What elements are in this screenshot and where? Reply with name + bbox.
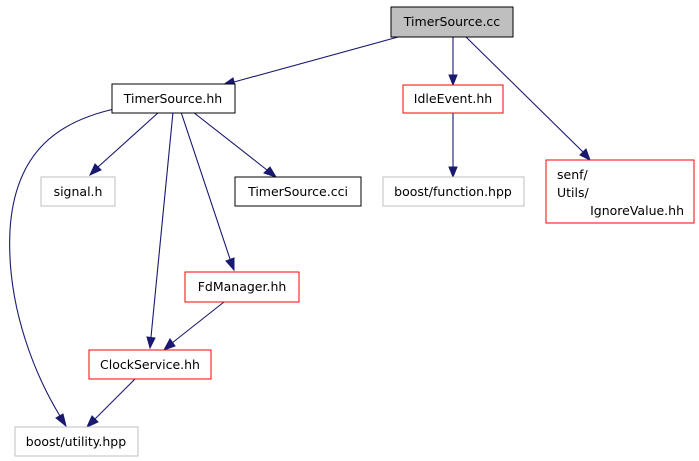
arrowhead	[579, 148, 591, 162]
node-boost-utility-hpp[interactable]: boost/utility.hpp	[14, 426, 139, 457]
node-label: TimerSource.cc	[403, 14, 501, 29]
arrowhead	[85, 415, 99, 429]
edge-timer-source-hh-to-timer-source-cci	[192, 111, 268, 171]
arrowhead	[88, 163, 102, 177]
node-clock-service-hh[interactable]: ClockService.hh	[88, 349, 212, 380]
node-label: signal.h	[54, 184, 103, 199]
arrowhead	[448, 74, 458, 87]
edge-fd-manager-hh-to-clock-service-hh	[171, 301, 225, 344]
node-label: TimerSource.cci	[247, 184, 348, 199]
node-boost-function-hpp[interactable]: boost/function.hpp	[382, 176, 525, 207]
edge-cc-to-ignore-value-hh	[465, 36, 584, 153]
node-label-line-2: Utils/	[557, 185, 590, 200]
edge-timer-source-hh-to-fd-manager-hh	[180, 111, 231, 260]
edge-timer-source-hh-to-signal-h	[97, 111, 160, 168]
node-label: boost/function.hpp	[394, 184, 512, 199]
node-fd-manager-hh[interactable]: FdManager.hh	[184, 271, 300, 303]
node-label: TimerSource.hh	[123, 91, 222, 106]
node-ignore-value-hh[interactable]: senf/ Utils/ IgnoreValue.hh	[545, 159, 695, 224]
node-signal-h[interactable]: signal.h	[40, 176, 116, 207]
edge-timer-source-hh-to-clock-service-hh	[150, 111, 174, 338]
node-label: FdManager.hh	[198, 279, 287, 294]
node-timer-source-cc[interactable]: TimerSource.cc	[390, 6, 514, 38]
edge-cc-to-timer-source-hh	[233, 36, 399, 83]
arrowhead	[225, 257, 235, 272]
arrowhead	[448, 166, 458, 179]
node-timer-source-cci[interactable]: TimerSource.cci	[234, 176, 362, 207]
node-timer-source-hh[interactable]: TimerSource.hh	[111, 83, 236, 114]
arrowhead	[146, 336, 156, 350]
node-label-line-1: senf/	[557, 167, 589, 182]
edge-clock-service-hh-to-boost-utility-hpp	[94, 378, 136, 420]
node-label: ClockService.hh	[100, 357, 200, 372]
arrowhead	[263, 166, 278, 178]
node-idle-event-hh[interactable]: IdleEvent.hh	[402, 84, 504, 114]
edges	[9, 36, 591, 429]
arrowhead	[162, 338, 176, 351]
node-label: IdleEvent.hh	[414, 91, 492, 106]
node-label: boost/utility.hpp	[26, 434, 126, 449]
node-label-line-3: IgnoreValue.hh	[590, 203, 684, 218]
arrowhead	[55, 413, 67, 428]
edge-timer-source-hh-to-boost-utility-hpp	[9, 107, 120, 417]
